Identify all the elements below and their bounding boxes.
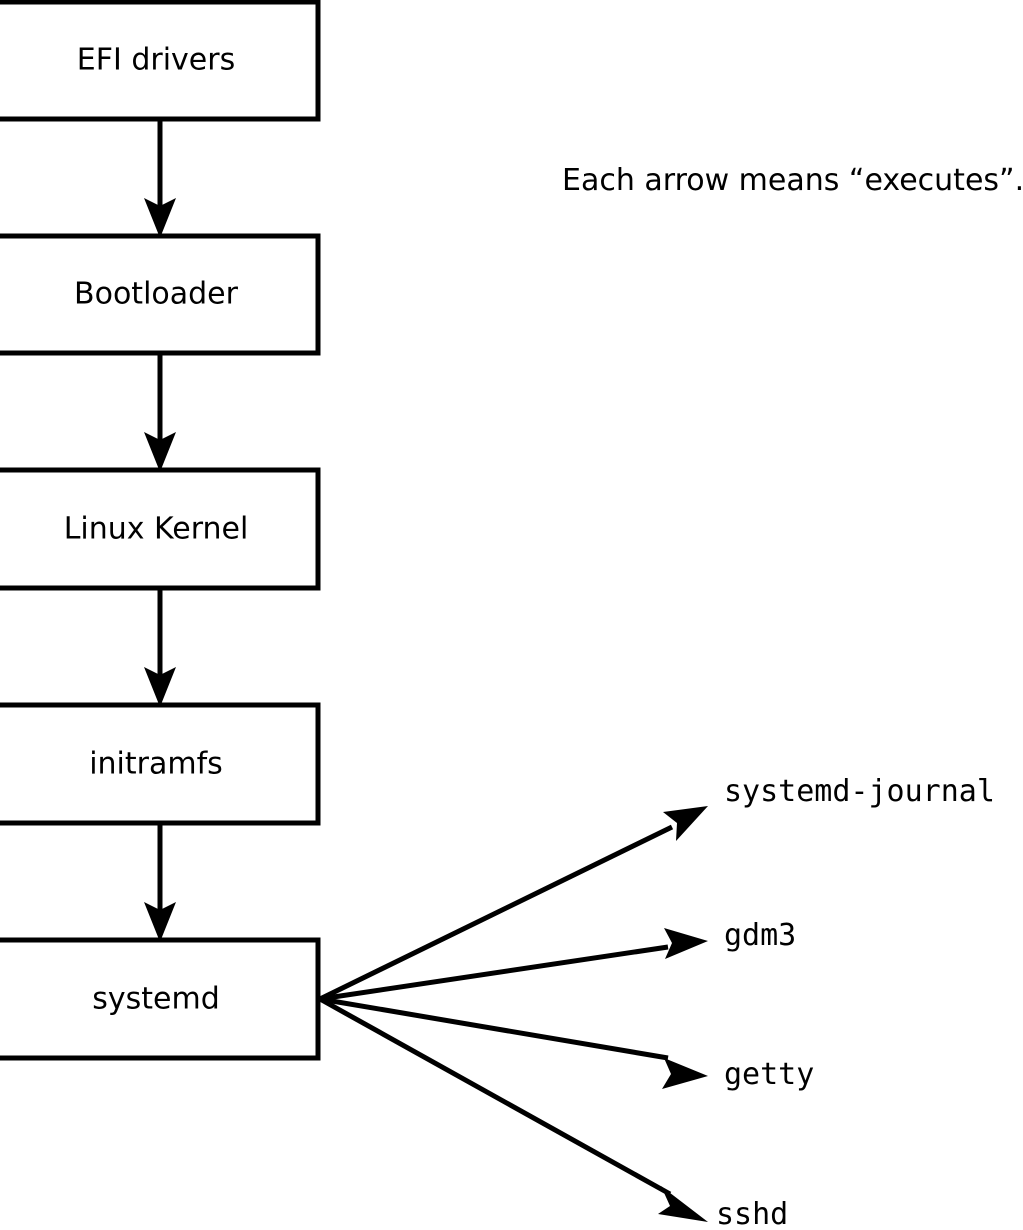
- node-label: initramfs: [89, 747, 223, 782]
- arrow-bootloader-to-linux-kernel: [144, 353, 176, 472]
- node-label: Linux Kernel: [64, 512, 249, 547]
- arrow-head: [144, 432, 176, 472]
- arrow-linux-kernel-to-initramfs: [144, 588, 176, 707]
- node-efi-drivers: EFI drivers: [0, 0, 321, 122]
- arrow-shaft: [319, 996, 669, 1061]
- node-initramfs: initramfs: [0, 702, 321, 826]
- arrow-systemd-to-getty: [319, 996, 708, 1089]
- arrow-head: [664, 928, 708, 959]
- arrow-systemd-to-gdm3: [319, 928, 708, 1002]
- node-box: [0, 702, 321, 826]
- service-label-gdm3: gdm3: [724, 918, 796, 953]
- arrow-efi-drivers-to-bootloader: [144, 119, 176, 238]
- service-label-getty: getty: [724, 1057, 814, 1092]
- service-label-systemd-journal: systemd-journal: [724, 774, 995, 809]
- arrow-head: [662, 1058, 708, 1089]
- arrow-head: [663, 806, 708, 841]
- node-linux-kernel: Linux Kernel: [0, 467, 321, 591]
- arrow-head: [144, 902, 176, 942]
- node-label: Bootloader: [74, 277, 239, 312]
- arrow-systemd-to-systemd-journal: [318, 806, 708, 1002]
- service-label-sshd: sshd: [716, 1197, 788, 1230]
- node-box: [0, 467, 321, 591]
- arrow-initramfs-to-systemd: [144, 823, 176, 942]
- arrow-head: [144, 198, 176, 238]
- node-box: [0, 233, 321, 356]
- node-label: systemd: [92, 982, 220, 1017]
- node-label: EFI drivers: [77, 43, 235, 78]
- node-box: [0, 0, 321, 122]
- arrow-head: [144, 667, 176, 707]
- node-systemd: systemd: [0, 937, 321, 1061]
- arrow-shaft: [318, 996, 672, 1197]
- arrow-shaft: [318, 824, 674, 1002]
- diagram-caption: Each arrow means “executes”.: [562, 163, 1023, 198]
- node-box: [0, 937, 321, 1061]
- node-bootloader: Bootloader: [0, 233, 321, 356]
- arrow-head: [658, 1186, 708, 1222]
- arrow-shaft: [319, 944, 669, 1002]
- arrow-systemd-to-sshd: [318, 996, 708, 1222]
